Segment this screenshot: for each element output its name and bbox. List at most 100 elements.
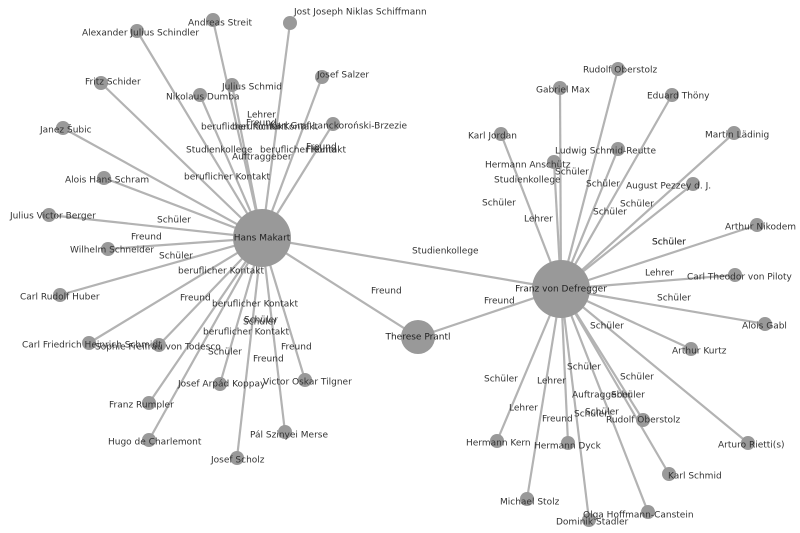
makart-edge bbox=[62, 127, 263, 239]
person-label: Janez Šubic bbox=[39, 124, 92, 136]
person-node[interactable] bbox=[326, 117, 340, 131]
hub-node-makart[interactable] bbox=[233, 209, 291, 267]
hub-label-defregger: Franz von Defregger bbox=[515, 285, 607, 295]
makart-edge bbox=[148, 237, 263, 441]
person-node[interactable] bbox=[283, 16, 297, 30]
person-node[interactable] bbox=[230, 451, 244, 465]
person-node[interactable] bbox=[101, 242, 115, 256]
person-node[interactable] bbox=[758, 317, 772, 331]
hub-node-prantl[interactable] bbox=[401, 320, 435, 354]
person-node[interactable] bbox=[97, 171, 111, 185]
relation-label: Lehrer bbox=[537, 377, 566, 387]
hub-label-makart: Hans Makart bbox=[234, 234, 291, 244]
person-node[interactable] bbox=[213, 377, 227, 391]
person-node[interactable] bbox=[611, 142, 625, 156]
person-node[interactable] bbox=[490, 434, 504, 448]
relation-label: Freund bbox=[253, 355, 284, 365]
person-label: Arturo Rietti(s) bbox=[718, 441, 785, 451]
defregger-edge bbox=[560, 273, 736, 291]
makart-edge bbox=[48, 213, 263, 240]
relation-label: beruflicher Kontakt bbox=[260, 146, 346, 156]
person-node[interactable] bbox=[662, 467, 676, 481]
person-label: August Pezzey d. J. bbox=[626, 182, 711, 192]
person-label: Sophie Freifrau von Todesco bbox=[95, 343, 221, 353]
person-node[interactable] bbox=[641, 505, 655, 519]
person-node[interactable] bbox=[298, 373, 312, 387]
relation-label: Freund bbox=[306, 143, 337, 153]
relation-label: Freund bbox=[542, 415, 573, 425]
relation-label: beruflicher Kontakt bbox=[232, 123, 318, 133]
hub-edge bbox=[261, 237, 419, 338]
person-node[interactable] bbox=[494, 127, 508, 141]
person-label: Pál Szinyei Merse bbox=[250, 431, 328, 441]
person-node[interactable] bbox=[278, 425, 292, 439]
person-node[interactable] bbox=[206, 13, 220, 27]
hub-label-prantl: Therese Prantl bbox=[384, 333, 450, 343]
relation-label: Freund bbox=[281, 343, 312, 353]
person-node[interactable] bbox=[727, 126, 741, 140]
person-node[interactable] bbox=[53, 288, 67, 302]
person-label: Karl Jordan bbox=[468, 132, 517, 142]
person-node[interactable] bbox=[315, 70, 329, 84]
person-node[interactable] bbox=[152, 338, 166, 352]
makart-edge bbox=[148, 237, 263, 404]
person-node[interactable] bbox=[611, 62, 625, 76]
person-node[interactable] bbox=[225, 78, 239, 92]
person-label: Carl Rudolf Huber bbox=[20, 293, 100, 303]
makart-edge bbox=[100, 82, 263, 239]
person-node[interactable] bbox=[56, 121, 70, 135]
relation-label: Schüler bbox=[157, 216, 191, 226]
person-label: Nikolaus Dumba bbox=[166, 93, 240, 103]
hub-edge bbox=[261, 236, 562, 291]
person-node[interactable] bbox=[82, 336, 96, 350]
person-node[interactable] bbox=[561, 436, 575, 450]
relation-label: Schüler bbox=[652, 238, 686, 248]
person-node[interactable] bbox=[94, 76, 108, 90]
person-node[interactable] bbox=[684, 342, 698, 356]
person-node[interactable] bbox=[193, 88, 207, 102]
person-node[interactable] bbox=[741, 436, 755, 450]
person-node[interactable] bbox=[142, 396, 156, 410]
person-label: Andreas Streit bbox=[188, 19, 252, 29]
person-node[interactable] bbox=[130, 24, 144, 38]
relation-label: Schüler bbox=[611, 391, 645, 401]
relation-label: Studienkollege bbox=[186, 146, 253, 156]
defregger-edge bbox=[560, 132, 735, 290]
relation-label: beruflicher Kontakt bbox=[184, 173, 270, 183]
relation-label: Schüler bbox=[244, 316, 278, 326]
relation-label: Schüler bbox=[620, 373, 654, 383]
relation-label: Schüler bbox=[567, 363, 601, 373]
person-label: Josef Salzer bbox=[316, 71, 369, 81]
person-node[interactable] bbox=[582, 513, 596, 527]
relation-label: Schüler bbox=[555, 168, 589, 178]
person-label: Martin Lädinig bbox=[705, 131, 769, 141]
person-node[interactable] bbox=[142, 433, 156, 447]
relation-label: beruflicher Kontakt bbox=[203, 328, 289, 338]
person-label: Josef Arpád Koppay bbox=[177, 380, 266, 390]
person-node[interactable] bbox=[750, 218, 764, 232]
person-node[interactable] bbox=[636, 413, 650, 427]
person-node[interactable] bbox=[553, 81, 567, 95]
person-label: Alois Gabl bbox=[742, 322, 787, 332]
person-label: Karl Schmid bbox=[668, 472, 722, 482]
person-node[interactable] bbox=[547, 155, 561, 169]
relation-label: Freund bbox=[246, 119, 277, 129]
relation-label: Schüler bbox=[590, 322, 624, 332]
person-node[interactable] bbox=[665, 88, 679, 102]
person-node[interactable] bbox=[686, 177, 700, 191]
person-node[interactable] bbox=[728, 268, 742, 282]
makart-edge bbox=[260, 237, 287, 433]
person-label: Ludwig Schmid-Reutte bbox=[555, 147, 656, 157]
person-label: Olga Hoffmann-Canstein bbox=[583, 511, 694, 521]
relation-label: Schüler bbox=[652, 238, 686, 248]
person-label: Julius Victor Berger bbox=[9, 212, 96, 222]
person-node[interactable] bbox=[42, 208, 56, 222]
defregger-edge bbox=[560, 288, 749, 444]
node-layer bbox=[42, 13, 772, 527]
person-node[interactable] bbox=[520, 492, 534, 506]
person-label: Josef Scholz bbox=[210, 456, 265, 466]
hub-node-defregger[interactable] bbox=[532, 260, 590, 318]
relation-label: Lehrer bbox=[524, 215, 553, 225]
person-label: Julius Schmid bbox=[221, 83, 282, 93]
